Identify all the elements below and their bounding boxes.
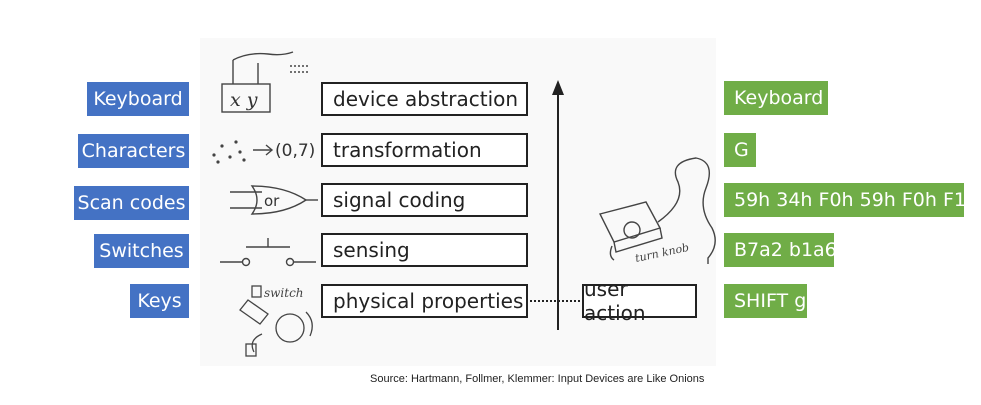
left-tag-scan-codes: Scan codes <box>74 186 189 220</box>
right-tag-switch-codes: B7a2 b1a6 <box>724 233 837 267</box>
left-tag-keys: Keys <box>130 284 189 318</box>
left-tag-keyboard: Keyboard <box>87 82 189 116</box>
left-tag-characters: Characters <box>78 134 189 168</box>
transform-arrow <box>253 144 274 156</box>
up-arrow-head <box>552 80 564 95</box>
layer-physical-properties: physical properties <box>321 284 528 318</box>
knob-device-sketch <box>598 157 716 264</box>
right-tag-g: G <box>724 133 756 167</box>
layer-device-abstraction: device abstraction <box>321 82 528 116</box>
or-gate-sketch <box>230 185 318 215</box>
right-tag-scan-codes: 59h 34h F0h 59h F0h F12 <box>724 183 978 217</box>
dots-sketch <box>212 140 246 164</box>
layer-transformation: transformation <box>321 133 528 167</box>
switch-label: switch <box>264 286 304 300</box>
layer-signal-coding: signal coding <box>321 183 528 217</box>
or-gate-label: or <box>264 192 280 210</box>
xy-label: x y <box>230 89 258 111</box>
source-citation: Source: Hartmann, Follmer, Klemmer: Inpu… <box>370 373 705 385</box>
physical-switch-sketch <box>239 285 313 357</box>
right-tag-keyboard: Keyboard <box>724 81 828 115</box>
right-tag-shift-g: SHIFT g <box>724 284 807 318</box>
xy-device-sketch <box>221 51 310 113</box>
switch-sketch <box>220 238 316 267</box>
left-tag-switches: Switches <box>94 234 189 268</box>
layer-sensing: sensing <box>321 233 528 267</box>
point-label: (0,7) <box>275 141 315 161</box>
